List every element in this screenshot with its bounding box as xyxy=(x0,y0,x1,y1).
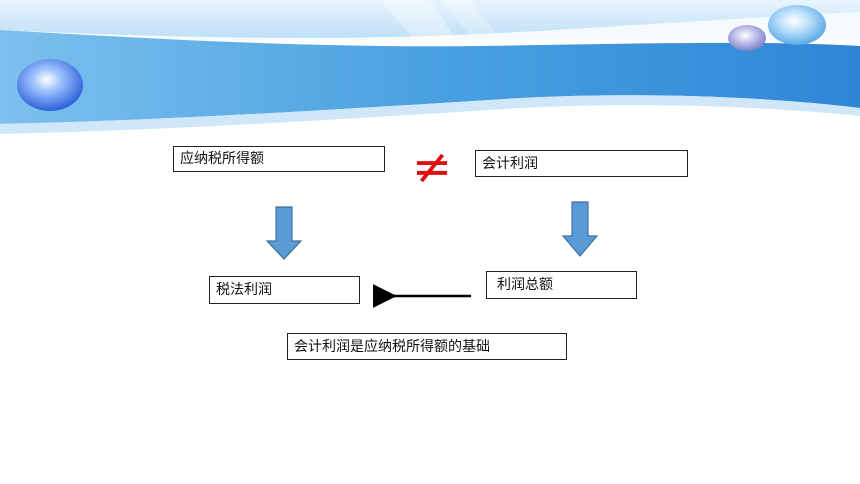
node-accounting-profit: 会计利润 xyxy=(475,150,688,177)
not-equal-symbol: ≠ xyxy=(412,139,453,195)
down-arrow-left xyxy=(265,206,303,260)
node-taxable-income-label: 应纳税所得额 xyxy=(180,151,264,167)
orb-left xyxy=(17,59,83,111)
node-total-profit-label: 利润总额 xyxy=(497,277,553,293)
orb-right-large xyxy=(768,5,826,45)
node-tax-profit: 税法利润 xyxy=(209,276,360,304)
conclusion-box: 会计利润是应纳税所得额的基础 xyxy=(287,333,567,360)
node-accounting-profit-label: 会计利润 xyxy=(482,155,538,172)
header-banner xyxy=(0,0,860,134)
node-total-profit: 利润总额 xyxy=(486,271,637,299)
orb-right-small xyxy=(728,25,766,51)
down-arrow-right xyxy=(561,201,599,257)
node-tax-profit-label: 税法利润 xyxy=(216,282,272,298)
conclusion-text: 会计利润是应纳税所得额的基础 xyxy=(294,338,490,355)
node-taxable-income: 应纳税所得额 xyxy=(173,146,385,172)
